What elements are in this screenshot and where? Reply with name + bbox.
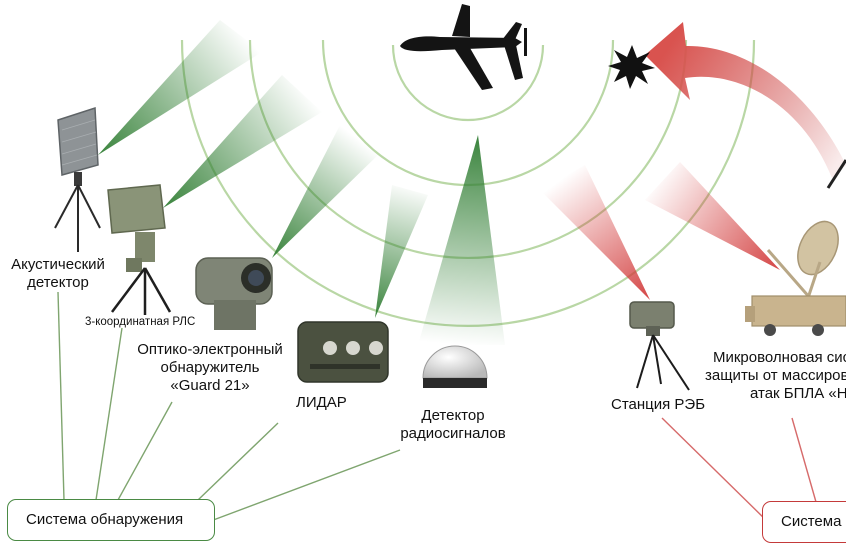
rf-dome-icon	[422, 345, 488, 388]
label-radar: 3-координатная РЛС	[85, 316, 196, 328]
counter-system-box: Системa	[762, 501, 846, 543]
beam-rf	[418, 135, 505, 345]
beam-microwave	[645, 162, 780, 270]
optical-camera-icon	[195, 257, 273, 330]
label-microwave: Микроволновая сис защиты от массиров ата…	[705, 349, 846, 402]
uav-drone-icon	[400, 4, 527, 90]
counter-beams	[540, 162, 780, 300]
detection-leader-lines	[57, 291, 401, 523]
lidar-box-icon	[297, 321, 389, 383]
label-rf-detector: Детектор радиосигналов	[400, 407, 506, 442]
label-ew-station: Станция РЭБ	[611, 396, 706, 413]
microwave-dish-icon	[745, 220, 846, 336]
label-acoustic: Акустический детектор	[11, 256, 105, 291]
beam-acoustic	[98, 20, 262, 155]
ew-station-icon	[629, 301, 690, 391]
beam-optical	[272, 125, 378, 258]
acoustic-panel-icon	[54, 106, 101, 252]
label-lidar: ЛИДАР	[296, 394, 347, 411]
beam-radar	[163, 75, 322, 208]
counter-leader-lines	[661, 417, 817, 523]
label-optical: Оптико-электронный обнаружитель «Guard 2…	[137, 341, 283, 394]
beam-ew	[540, 165, 650, 300]
ring-1	[391, 44, 545, 122]
arrow-tail-line	[826, 159, 846, 189]
explosion-icon	[608, 45, 655, 89]
radar-icon	[107, 184, 172, 315]
detection-beams	[98, 20, 505, 345]
curved-arrow-icon	[645, 22, 846, 178]
detection-system-box: Система обнаружения	[7, 499, 215, 541]
beam-lidar	[375, 185, 428, 318]
